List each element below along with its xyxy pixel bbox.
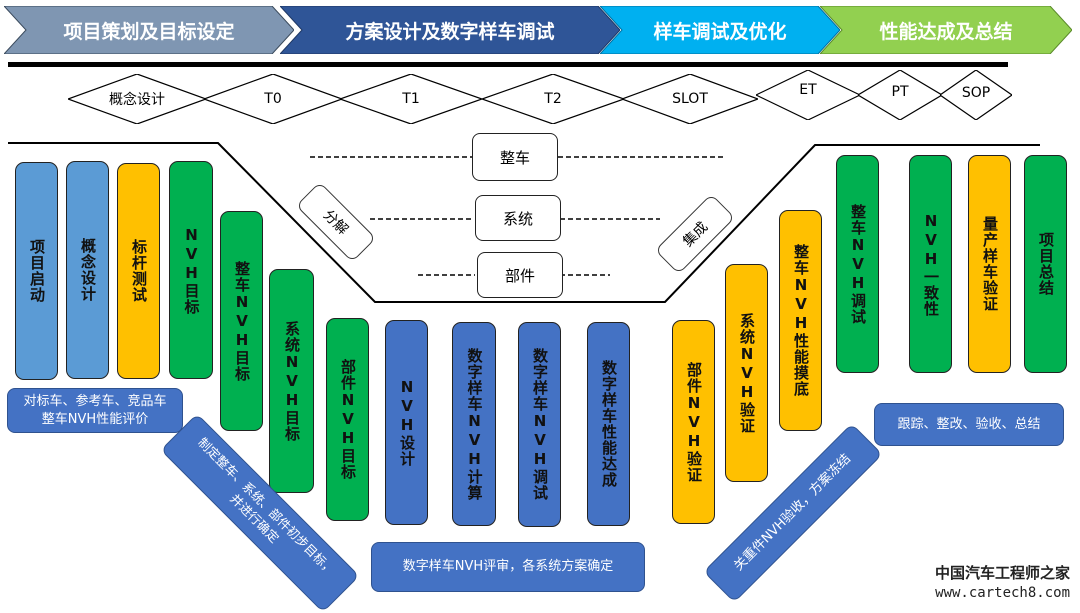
milestone-t2: T2 <box>482 74 624 124</box>
level-component: 部件 <box>477 252 563 298</box>
chevron-shape <box>4 6 294 54</box>
bar-label: 系统NVH目标 <box>283 320 301 442</box>
watermark-title: 中国汽车工程师之家 <box>934 564 1070 582</box>
bar-component-nvh-verify: 部件NVH验证 <box>672 320 715 524</box>
bar-nvh-consistency: NVH一致性 <box>909 155 952 373</box>
diamond-shape <box>622 74 758 124</box>
bar-vehicle-nvh-target: 整车NVH目标 <box>220 211 263 431</box>
phase-design: 方案设计及数字样车调试 <box>280 6 620 54</box>
milestone-sop: SOP <box>940 70 1012 120</box>
phase-achievement: 性能达成及总结 <box>820 6 1072 54</box>
bar-component-nvh-target: 部件NVH目标 <box>326 318 369 521</box>
bar-label: 系统NVH验证 <box>738 312 756 434</box>
diamond-shape <box>940 70 1012 120</box>
bar-nvh-design: NVH设计 <box>385 320 428 525</box>
bar-label: 整车NVH调试 <box>849 203 867 325</box>
bar-benchmark-test: 标杆测试 <box>117 163 160 379</box>
bar-project-start: 项目启动 <box>15 162 58 380</box>
milestone-label: SOP <box>961 85 991 101</box>
level-system: 系统 <box>475 195 561 241</box>
bar-project-summary: 项目总结 <box>1024 155 1067 373</box>
milestone-t0: T0 <box>204 74 342 124</box>
bar-label: NVH设计 <box>398 378 416 467</box>
phase-label: 方案设计及数字样车调试 <box>345 20 555 43</box>
milestone-t1: T1 <box>340 74 482 124</box>
milestone-label: T2 <box>544 91 562 107</box>
phase-prototype: 样车调试及优化 <box>600 6 840 54</box>
chevron-shape <box>600 6 840 54</box>
bar-vehicle-nvh-tuning: 整车NVH调试 <box>836 155 879 373</box>
milestone-label: SLOT <box>672 91 708 107</box>
diamond-shape <box>204 74 342 124</box>
bar-production-verify: 量产样车验证 <box>968 155 1011 373</box>
milestone-label: PT <box>891 84 909 100</box>
milestone-label: 概念设计 <box>109 92 165 108</box>
note-tracking-summary: 跟踪、整改、验收、总结 <box>874 403 1064 446</box>
bar-dmu-performance: 数字样车性能达成 <box>587 322 630 526</box>
bar-label: 数字样车性能达成 <box>600 360 618 488</box>
note-benchmark-evaluation: 对标车、参考车、竞品车整车NVH性能评价 <box>7 388 183 433</box>
phase-label: 性能达成及总结 <box>879 20 1013 43</box>
bar-vehicle-nvh-baseline: 整车NVH性能摸底 <box>779 210 822 431</box>
bar-label: 量产样车验证 <box>981 216 999 312</box>
bar-system-nvh-verify: 系统NVH验证 <box>725 264 768 482</box>
milestone-slot: SLOT <box>622 74 758 124</box>
diamond-shape <box>340 74 482 124</box>
bar-nvh-target: NVH目标 <box>169 161 213 379</box>
bar-dmu-nvh-calc: 数字样车NVH计算 <box>452 322 496 526</box>
milestone-pt: PT <box>858 70 942 120</box>
diamond-shape <box>756 70 860 120</box>
bar-label: 项目启动 <box>28 239 46 303</box>
chevron-shape <box>820 6 1072 54</box>
bar-system-nvh-target: 系统NVH目标 <box>269 269 314 493</box>
bar-label: 数字样车NVH计算 <box>465 347 484 501</box>
milestone-et: ET <box>756 70 860 120</box>
bar-label: 部件NVH目标 <box>339 359 357 480</box>
note-digital-review: 数字样车NVH评审，各系统方案确定 <box>371 542 645 592</box>
phase-planning: 项目策划及目标设定 <box>4 6 294 54</box>
bar-concept-design: 概念设计 <box>66 161 109 379</box>
bar-label: 项目总结 <box>1037 232 1055 296</box>
milestone-label: T1 <box>402 91 420 107</box>
timeline-divider <box>8 62 1008 67</box>
bar-dmu-nvh-tuning: 数字样车NVH调试 <box>518 322 561 527</box>
bar-label: 标杆测试 <box>130 239 148 303</box>
bar-label: NVH一致性 <box>922 211 940 317</box>
milestone-concept: 概念设计 <box>68 74 206 124</box>
diamond-shape <box>68 74 206 124</box>
milestone-label: T0 <box>264 91 282 107</box>
bar-label: 数字样车NVH调试 <box>531 348 549 501</box>
bar-label: 部件NVH验证 <box>685 361 703 483</box>
level-vehicle: 整车 <box>472 133 558 181</box>
phase-label: 样车调试及优化 <box>653 20 787 43</box>
phase-label: 项目策划及目标设定 <box>63 20 235 43</box>
watermark-url: www.cartech8.com <box>935 585 1070 601</box>
bar-label: 整车NVH目标 <box>233 260 251 382</box>
chevron-shape <box>280 6 620 54</box>
diamond-shape <box>482 74 624 124</box>
bar-label: NVH目标 <box>182 225 201 315</box>
diamond-shape <box>858 70 942 120</box>
milestone-label: ET <box>799 82 817 98</box>
bar-label: 整车NVH性能摸底 <box>792 244 810 397</box>
bar-label: 概念设计 <box>79 238 97 302</box>
